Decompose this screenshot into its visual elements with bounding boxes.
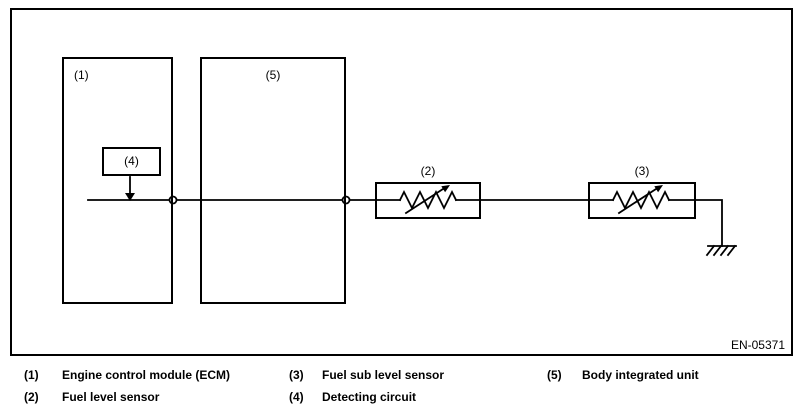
legend-num: (5) (547, 368, 562, 382)
body-integrated-unit-box (200, 57, 346, 304)
detecting-circuit-label: (4) (124, 154, 139, 168)
legend-label: Fuel level sensor (62, 390, 160, 404)
fuel-level-sensor-label: (2) (420, 164, 436, 178)
legend-label: Engine control module (ECM) (62, 368, 230, 382)
legend-label: Body integrated unit (582, 368, 699, 382)
legend-label: Fuel sub level sensor (322, 368, 445, 382)
legend-num: (2) (24, 390, 39, 404)
body-integrated-unit-label: (5) (265, 68, 281, 82)
fuel-level-sensor-box (375, 182, 481, 219)
legend-item-fuel-level-sensor: (2) Fuel level sensor (24, 390, 159, 405)
detecting-circuit-box (102, 147, 161, 176)
legend-item-detecting-circuit: (4) Detecting circuit (289, 390, 416, 405)
legend-item-ecm: (1) Engine control module (ECM) (24, 368, 230, 383)
document-number: EN-05371 (730, 338, 785, 352)
legend-item-fuel-sub-level-sensor: (3) Fuel sub level sensor (289, 368, 444, 383)
fuel-sub-level-sensor-label: (3) (634, 164, 650, 178)
diagram-frame (10, 8, 793, 356)
ecm-box-label: (1) (74, 68, 89, 82)
legend-label: Detecting circuit (322, 390, 417, 404)
legend-num: (1) (24, 368, 39, 382)
fuel-sub-level-sensor-box (588, 182, 696, 219)
legend-num: (4) (289, 390, 304, 404)
legend-num: (3) (289, 368, 304, 382)
legend-item-body-integrated-unit: (5) Body integrated unit (547, 368, 699, 383)
ecm-box (62, 57, 173, 304)
